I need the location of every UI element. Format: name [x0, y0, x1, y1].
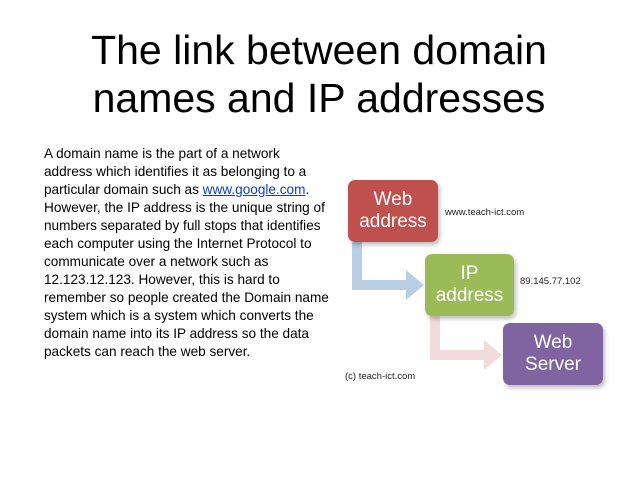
- title-line-1: The link between domain: [91, 27, 547, 73]
- web-server-line2: Server: [525, 354, 581, 375]
- copyright-label: (c) teach-ict.com: [345, 371, 416, 382]
- body-text-after-link: . However, the IP address is the unique …: [44, 182, 329, 359]
- web-server-line1: Web: [533, 332, 573, 353]
- web-address-line1: Web: [373, 189, 413, 210]
- ip-address-line1: IP: [460, 263, 479, 284]
- body-paragraph: A domain name is the part of a network a…: [44, 145, 330, 361]
- ip-address-line2: address: [435, 285, 504, 306]
- ip-address-box: IP address: [425, 254, 514, 316]
- web-address-box: Web address: [348, 180, 438, 242]
- title-line-2: names and IP addresses: [92, 75, 546, 121]
- arrow-ip-to-server: [430, 316, 502, 370]
- arrow-web-to-ip: [352, 242, 424, 300]
- body-text-before-link: A domain name is the part of a network a…: [44, 146, 307, 197]
- flow-arrows: [352, 242, 502, 370]
- web-address-example-label: www.teach-ict.com: [445, 207, 525, 218]
- web-address-line2: address: [359, 211, 427, 232]
- slide-title: The link between domain names and IP add…: [0, 26, 638, 122]
- dns-diagram: Web address www.teach-ict.com IP address…: [338, 170, 610, 400]
- google-link[interactable]: www.google.com: [202, 182, 306, 197]
- ip-address-example-label: 89.145.77.102: [520, 276, 581, 287]
- web-server-box: Web Server: [503, 323, 603, 385]
